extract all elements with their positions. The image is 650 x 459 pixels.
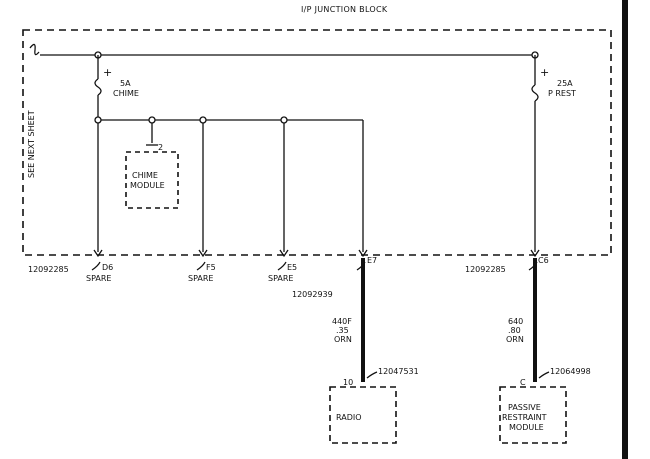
connector-cavity: C6 [538,256,549,265]
restraint-module-label: RESTRAINT [502,413,547,422]
splice-dot [148,116,156,124]
splice-dot [199,116,207,124]
splice-dot [280,116,288,124]
restraint-pin: C [520,378,526,387]
page-margin-bar [622,0,628,459]
connector-spare-label: SPARE [188,274,213,283]
fuse-rating: 25A [557,79,573,88]
splice-dot [94,116,102,124]
restraint-module-box [499,386,567,444]
wire-color: ORN [334,335,352,344]
connector-spare-label: SPARE [268,274,293,283]
connector-arrow [358,249,368,258]
connector-spare-label: SPARE [86,274,111,283]
connector-cavity: F5 [206,263,216,272]
wire-gauge: .35 [336,326,349,335]
chime-module-pin: 2 [158,143,163,152]
fuse-polarity: + [540,66,549,79]
radio-pin: 10 [343,378,353,387]
radio-box [329,386,397,444]
connector-hook [91,261,101,271]
wire-gauge: .80 [508,326,521,335]
connector-cavity: E7 [367,256,377,265]
radio-label: RADIO [336,413,362,422]
restraint-part-number: 12064998 [550,367,591,376]
chime-module-label: CHIME [132,171,158,180]
wire-circuit: 440F [332,317,352,326]
connector-part-number: 12092285 [465,265,506,274]
fuse-name: P REST [548,89,576,98]
fuse-symbol [531,84,539,102]
feed-break-symbol [29,43,40,56]
connector-hook [366,371,378,379]
fuse-polarity: + [103,66,112,79]
connector-hook [196,261,206,271]
connector-arrow [530,249,540,258]
connector-arrow [93,249,103,258]
connector-part-number: 12092939 [292,290,333,299]
connector-cavity: D6 [102,263,113,272]
see-next-sheet-label: SEE NEXT SHEET [27,110,36,178]
connector-hook [277,261,287,271]
connector-cavity: E5 [287,263,297,272]
junction-block-title: I/P JUNCTION BLOCK [301,5,388,14]
connector-arrow [198,249,208,258]
chime-module-box [125,151,179,209]
wire-circuit: 640 [508,317,523,326]
restraint-module-label: PASSIVE [508,403,541,412]
connector-arrow [279,249,289,258]
connector-part-number: 12092285 [28,265,69,274]
fuse-symbol [94,78,102,96]
connector-hook [538,371,550,379]
chime-module-label: MODULE [130,181,165,190]
radio-part-number: 12047531 [378,367,419,376]
fuse-name: CHIME [113,89,139,98]
junction-block-outline [22,29,612,256]
restraint-module-label: MODULE [509,423,544,432]
fuse-rating: 5A [120,79,131,88]
wire-color: ORN [506,335,524,344]
